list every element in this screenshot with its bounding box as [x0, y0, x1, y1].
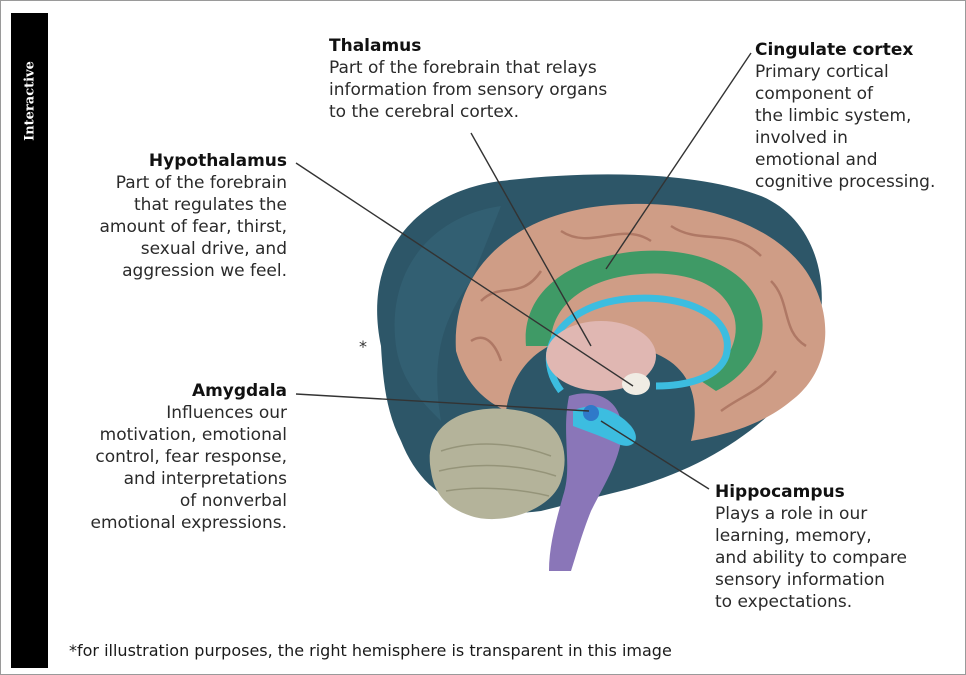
- cerebellum-shape: [430, 409, 565, 520]
- transparency-asterisk: *: [359, 337, 367, 356]
- footnote: *for illustration purposes, the right he…: [69, 641, 672, 660]
- amygdala-description: Influences our motivation, emotional con…: [61, 402, 287, 534]
- hypothalamus-shape: [622, 373, 650, 395]
- hippocampus-description: Plays a role in our learning, memory, an…: [715, 503, 907, 613]
- cingulate-label: Cingulate cortex Primary cortical compon…: [755, 39, 935, 193]
- hypothalamus-label: Hypothalamus Part of the forebrain that …: [61, 150, 287, 282]
- hypothalamus-description: Part of the forebrain that regulates the…: [61, 172, 287, 282]
- thalamus-description: Part of the forebrain that relays inform…: [329, 57, 607, 123]
- cingulate-title: Cingulate cortex: [755, 39, 935, 61]
- hypothalamus-title: Hypothalamus: [61, 150, 287, 172]
- hippocampus-title: Hippocampus: [715, 481, 907, 503]
- amygdala-shape: [583, 405, 599, 421]
- amygdala-label: Amygdala Influences our motivation, emot…: [61, 380, 287, 534]
- thalamus-title: Thalamus: [329, 35, 607, 57]
- hippocampus-label: Hippocampus Plays a role in our learning…: [715, 481, 907, 613]
- cingulate-description: Primary cortical component of the limbic…: [755, 61, 935, 193]
- amygdala-title: Amygdala: [61, 380, 287, 402]
- thalamus-label: Thalamus Part of the forebrain that rela…: [329, 35, 607, 123]
